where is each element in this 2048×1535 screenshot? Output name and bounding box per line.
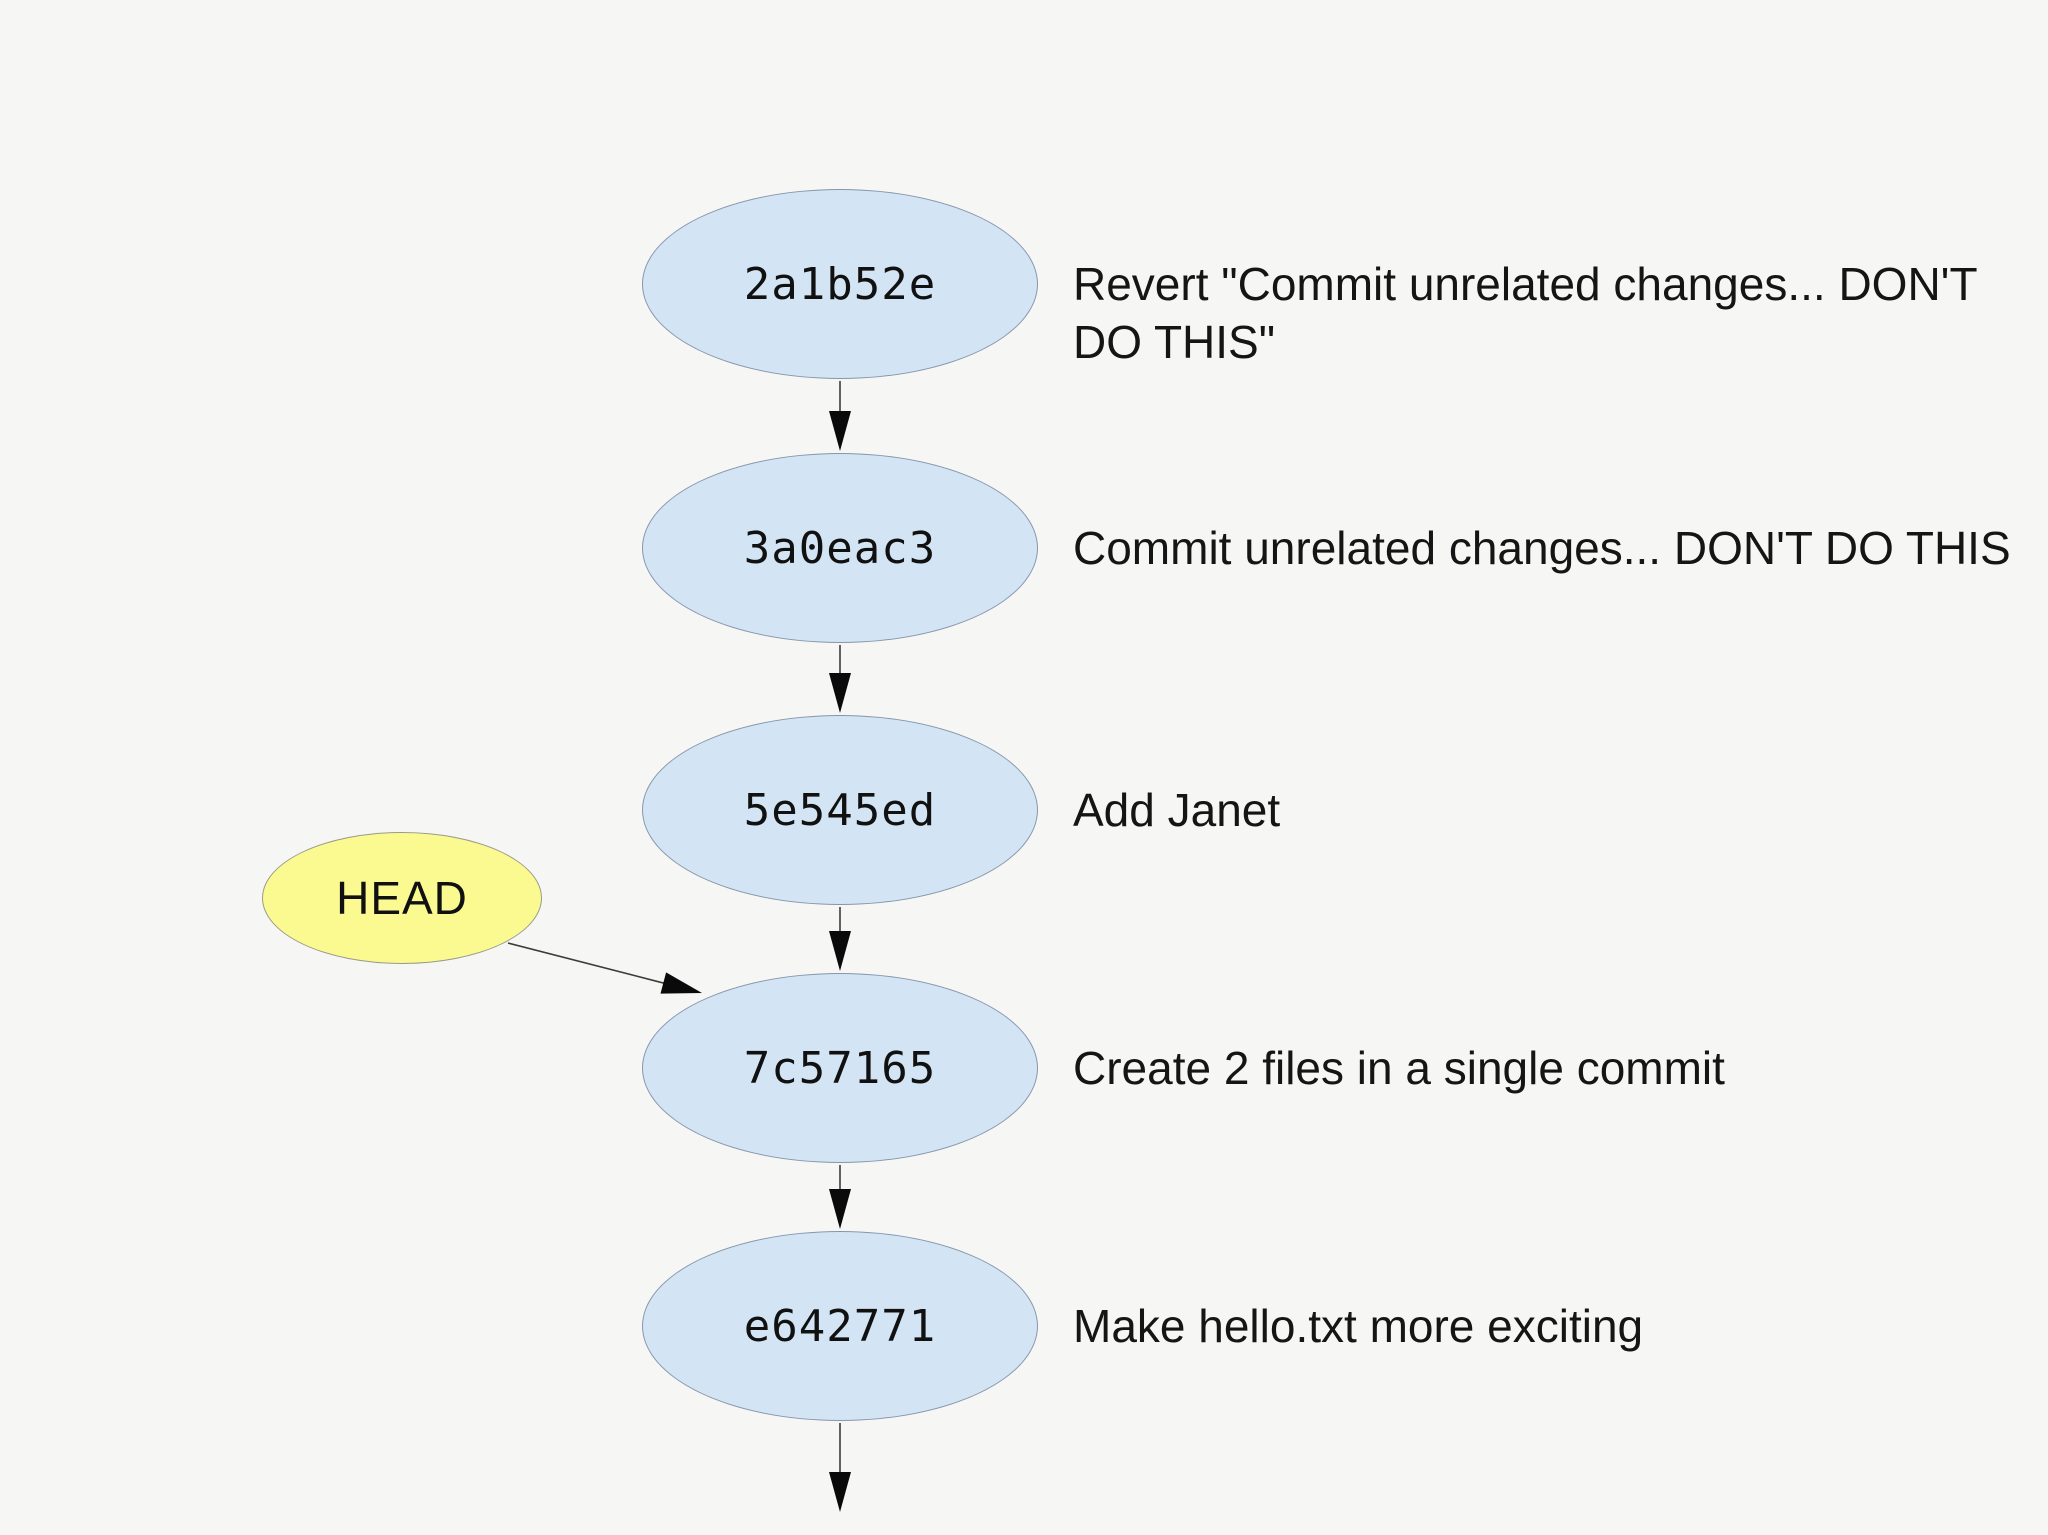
commit-hash: 2a1b52e (743, 258, 937, 310)
commit-node-5: e642771 (642, 1231, 1038, 1421)
commit-hash: 5e545ed (743, 784, 937, 836)
commit-node-1: 2a1b52e (642, 189, 1038, 379)
arrowhead-icon (829, 931, 851, 971)
commit-hash: 7c57165 (743, 1042, 937, 1094)
commit-message-line: DO THIS" (1073, 316, 1276, 368)
edge-commit-4-to-5 (829, 1165, 851, 1229)
edge-commit-1-to-2 (829, 381, 851, 451)
arrowhead-icon (829, 673, 851, 713)
commit-node-4: 7c57165 (642, 973, 1038, 1163)
arrowhead-icon (660, 972, 702, 994)
commit-node-3: 5e545ed (642, 715, 1038, 905)
commit-message-3: Add Janet (1073, 781, 1280, 839)
commit-message-2: Commit unrelated changes... DON'T DO THI… (1073, 519, 2011, 577)
edge-head-to-commit-4 (507, 942, 702, 994)
arrowhead-icon (829, 411, 851, 451)
commit-message-line: Create 2 files in a single commit (1073, 1042, 1725, 1094)
commit-message-5: Make hello.txt more exciting (1073, 1297, 1643, 1355)
commit-message-line: Make hello.txt more exciting (1073, 1300, 1644, 1352)
commit-message-1: Revert "Commit unrelated changes... DON'… (1073, 255, 1978, 371)
head-node: HEAD (262, 832, 542, 964)
commit-message-line: Revert "Commit unrelated changes... DON'… (1073, 258, 1978, 310)
edge-commit-2-to-3 (829, 645, 851, 713)
edge-commit-5-to-offscreen (829, 1423, 851, 1512)
commit-hash: 3a0eac3 (743, 522, 937, 574)
commit-message-line: Commit unrelated changes... DON'T DO THI… (1073, 522, 2011, 574)
arrowhead-icon (829, 1189, 851, 1229)
commit-hash: e642771 (743, 1300, 937, 1352)
commit-node-2: 3a0eac3 (642, 453, 1038, 643)
commit-message-line: Add Janet (1073, 784, 1281, 836)
edge-commit-3-to-4 (829, 907, 851, 971)
head-label: HEAD (336, 872, 468, 924)
commit-message-4: Create 2 files in a single commit (1073, 1039, 1725, 1097)
arrowhead-icon (829, 1472, 851, 1512)
